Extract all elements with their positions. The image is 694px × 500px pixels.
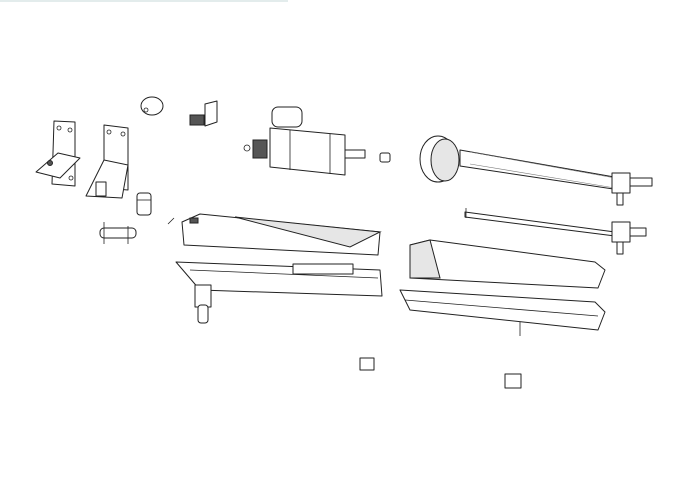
pivot-pin [99,222,137,244]
electric-motor [243,127,366,176]
small-pin [167,217,175,225]
clip-right [504,373,522,389]
top-strip [0,0,288,2]
upper-cover-rear [181,213,382,256]
upper-cover-front [409,239,606,289]
gear-and-lead-screw [419,135,653,206]
nut [379,152,391,163]
lower-housing-rear [175,261,383,324]
guide-rail [464,208,647,255]
mounting-bracket-arm [85,124,129,199]
clip-left [359,357,375,371]
mounting-bracket-plate [35,120,81,187]
end-cap [140,96,164,116]
limit-switch [189,100,218,127]
capacitor [271,106,303,128]
threaded-fitting [136,192,152,216]
lower-housing-front [399,289,606,336]
